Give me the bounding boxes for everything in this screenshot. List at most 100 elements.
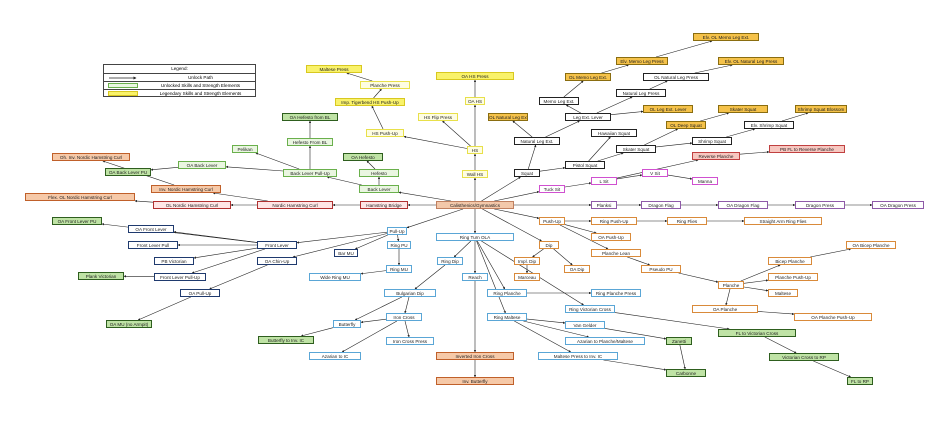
- skill-node-maltese[interactable]: Maltese: [768, 289, 798, 297]
- skill-node-front-lever[interactable]: Front Lever: [257, 241, 297, 249]
- skill-node-ring-vic-cross[interactable]: Ring Victorian Cross: [565, 305, 615, 313]
- skill-node-ol-mema-leg-ext[interactable]: OL Memo Leg Ext.: [565, 73, 611, 81]
- skill-node-oa-front-lever-p-u[interactable]: OA Front Lever PU: [52, 217, 102, 225]
- skill-node-hs-p-u[interactable]: HS Push-Up: [366, 129, 404, 137]
- skill-node-ol-natural-leg-press[interactable]: OL Natural Leg Press: [643, 73, 709, 81]
- skill-node-reach[interactable]: Reach: [462, 273, 488, 281]
- skill-node-butterfly[interactable]: Butterfly: [333, 320, 361, 328]
- skill-node-oa-leg-ext-lever[interactable]: OL Leg Ext. Lever: [643, 105, 693, 113]
- skill-node-planch-p[interactable]: Planche Press: [360, 81, 410, 89]
- skill-node-ring-planche-p[interactable]: Ring Planche Press: [591, 289, 641, 297]
- skill-node-plan-victorian[interactable]: Plank Victorian: [78, 272, 124, 280]
- skill-node-back-lever[interactable]: Back Lever: [359, 185, 399, 193]
- skill-node-ring-p-u[interactable]: Ring PU: [387, 241, 411, 249]
- skill-node-azarian-p-m[interactable]: Azarian to Planche/Maltese: [565, 337, 645, 345]
- skill-node-oa-dip[interactable]: OA Dip: [564, 265, 590, 273]
- skill-node-pull-up[interactable]: Pull-Up: [387, 227, 407, 235]
- skill-node-bulgarian-dip[interactable]: Bulgarian Dip: [384, 289, 436, 297]
- skill-node-fl-to-r-p[interactable]: FL to RP: [847, 377, 873, 385]
- skill-node-hefl-from-b-l[interactable]: Hefesto From BL: [287, 138, 333, 146]
- skill-node-zanetti[interactable]: Zanetti: [666, 337, 692, 345]
- skill-node-elv-oa-natural-leg-press[interactable]: Elv. OL Natural Leg Press: [718, 57, 784, 65]
- skill-node-oa-pull-up[interactable]: OA Pull-Up: [180, 289, 220, 297]
- skill-node-oa-hefl-b-l[interactable]: OA Hefesto from BL: [282, 113, 338, 121]
- skill-node-wide-ring-m-u[interactable]: Wide Ring MU: [309, 273, 361, 281]
- skill-node-oa-hefesto[interactable]: OA Hefesto: [343, 153, 383, 161]
- skill-node-planche-lean[interactable]: Planche Lean: [591, 249, 641, 257]
- skill-node-planksi[interactable]: Planksi: [591, 201, 617, 209]
- skill-node-pb-victorian[interactable]: PB Victorian: [154, 257, 194, 265]
- skill-node-oahs[interactable]: OA HS: [465, 97, 485, 105]
- skill-node-push-up[interactable]: Push-Up: [539, 217, 565, 225]
- skill-node-imp-tig[interactable]: Imp. Tigerbend HS Push-Up: [335, 98, 405, 106]
- skill-node-maltese-p-i-c[interactable]: Maltese Press to Inv. IC: [538, 352, 618, 360]
- skill-node-squat[interactable]: Squat: [514, 169, 540, 177]
- skill-node-hefesto[interactable]: Hefesto: [359, 169, 399, 177]
- skill-node-hs[interactable]: HS: [467, 146, 483, 154]
- skill-node-ol-natural-leg-ext[interactable]: OL Natural Leg Ext.: [488, 113, 528, 121]
- skill-node-oa-dragon-press[interactable]: OA Dragon Press: [872, 201, 924, 209]
- skill-node-oh-nordic[interactable]: Oh. Inv. Nordic Hamstring Curl: [52, 153, 130, 161]
- skill-node-skater[interactable]: Skater Squat: [718, 105, 768, 113]
- skill-node-carbone[interactable]: Carbonne: [666, 369, 706, 377]
- skill-node-oa-planche-p-u[interactable]: OA Planche Push-Up: [794, 313, 872, 321]
- skill-node-maltese-p[interactable]: Maltese Press: [306, 65, 362, 73]
- skill-node-pelikan[interactable]: Pelikan: [232, 145, 258, 153]
- skill-node-hawaiian-squat[interactable]: Hawaiian Squat: [591, 129, 637, 137]
- skill-node-ring-planche[interactable]: Ring Planche: [487, 289, 527, 297]
- skill-node-oa-back-lever[interactable]: OA Back Lever: [178, 161, 226, 169]
- skill-node-inverted-i-c[interactable]: Inverted Iron Cross: [436, 352, 514, 360]
- skill-node-front-lever-pull-up[interactable]: Front Lever Pull-Up: [154, 273, 206, 281]
- skill-node-ham-bridge[interactable]: Hamstring Bridge: [360, 201, 408, 209]
- skill-node-elv-mema-leg-ext[interactable]: Elv. OL Memo Leg Ext.: [693, 33, 759, 41]
- skill-node-pseudo-p-u[interactable]: Pseudo PU: [641, 265, 681, 273]
- skill-node-dragon-flag[interactable]: Dragon Flag: [641, 201, 681, 209]
- skill-node-vsit[interactable]: V Sit: [642, 169, 668, 177]
- skill-node-manna[interactable]: Manna: [692, 177, 718, 185]
- skill-node-flex-nordic[interactable]: Flex. OL Nordic Hamstring Curl: [25, 193, 135, 201]
- skill-node-shrimp-squat[interactable]: Shrimp Squat: [692, 137, 732, 145]
- skill-node-front-lever-pull[interactable]: Front Lever Pull: [128, 241, 178, 249]
- skill-node-butterfly-i-c[interactable]: Butterfly to Inv. IC: [258, 336, 314, 344]
- skill-node-cal[interactable]: Calisthenics/Gymnastics: [436, 201, 514, 209]
- skill-node-lsit[interactable]: L Sit: [591, 177, 617, 185]
- skill-node-ring-m-u[interactable]: Ring MU: [386, 265, 412, 273]
- skill-node-vic-cross-r-p[interactable]: Victorian Cross to RP: [769, 353, 839, 361]
- skill-node-oa-push-up[interactable]: OA Push-Up: [591, 233, 631, 241]
- skill-node-shrimp-blossom[interactable]: Shrimp Squat Blossom: [795, 105, 847, 113]
- skill-node-oa-dragon-flag[interactable]: OA Dragon Flag: [718, 201, 768, 209]
- skill-node-reverse-planche[interactable]: Reverse Planche: [692, 152, 740, 160]
- skill-node-leg-ext-lever[interactable]: Leg Ext. Lever: [565, 113, 611, 121]
- skill-node-hs-flip-p[interactable]: HS Flip Press: [418, 113, 458, 121]
- skill-node-elv-mema-leg-press[interactable]: Elv. Memo Leg Press: [616, 57, 668, 65]
- skill-node-inv-butterfly[interactable]: Inv. Butterfly: [436, 377, 514, 385]
- skill-node-ring-dip[interactable]: Ring Dip: [437, 257, 463, 265]
- skill-node-dip[interactable]: Dip: [539, 241, 559, 249]
- skill-node-natural-leg-ext[interactable]: Natural Leg Ext.: [514, 137, 560, 145]
- skill-node-ring-maltese[interactable]: Ring Maltese: [487, 313, 527, 321]
- skill-node-elv-shrimp[interactable]: Elv. Shrimp Squat: [744, 121, 794, 129]
- skill-node-oa-planche[interactable]: OA Planche: [692, 305, 758, 313]
- skill-node-azarian[interactable]: Azarian to IC: [309, 352, 361, 360]
- skill-node-planche[interactable]: Planche: [718, 281, 744, 289]
- skill-node-straight-arm[interactable]: Straight Arm Ring Flies: [744, 217, 822, 225]
- skill-node-ring-push-up[interactable]: Ring Push-Up: [591, 217, 637, 225]
- skill-node-oa-deep-squat[interactable]: OL Deep Squat: [666, 121, 706, 129]
- skill-node-hsp[interactable]: OA HS Press: [436, 72, 514, 80]
- skill-node-tuck-sit[interactable]: Tuck Sit: [539, 185, 565, 193]
- skill-node-nordic[interactable]: Nordic Hamstring Curl: [257, 201, 333, 209]
- skill-node-van-gelder[interactable]: Van Gelder: [565, 321, 605, 329]
- skill-node-oa-m-u[interactable]: OA MU (no Armpit): [106, 320, 152, 328]
- skill-node-oa-front-lever[interactable]: OA Front Lever: [128, 225, 174, 233]
- skill-node-manta-dip[interactable]: Impl. Dip: [514, 257, 540, 265]
- skill-node-fl-vic-cross[interactable]: FL to Victorian Cross: [718, 329, 796, 337]
- skill-node-natural-leg-press[interactable]: Natural Leg Press: [616, 89, 666, 97]
- skill-node-dragon-press[interactable]: Dragon Press: [795, 201, 845, 209]
- skill-node-bl-pull-up[interactable]: Back Lever Pull-Up: [283, 169, 337, 177]
- skill-node-pistol-squat[interactable]: Pistol Squat: [565, 161, 605, 169]
- skill-node-inv-nordic[interactable]: Inv. Nordic Hamstring Curl: [151, 185, 221, 193]
- skill-node-oa-b-l-p-u[interactable]: OA Back Lever PU: [105, 168, 151, 176]
- skill-node-mema-leg-ext[interactable]: Memo Leg Ext.: [539, 97, 579, 105]
- skill-node-ring-flies[interactable]: Ring Flies: [667, 217, 707, 225]
- skill-node-marceau[interactable]: Marceau: [514, 273, 540, 281]
